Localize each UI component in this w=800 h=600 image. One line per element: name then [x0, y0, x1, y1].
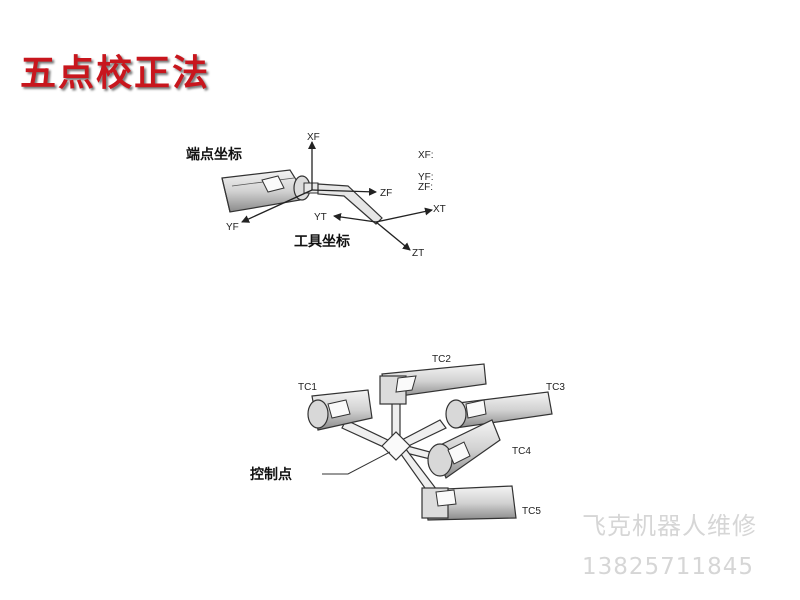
- arm-pose-tc3: [445, 391, 553, 429]
- axis-label-yt: YT: [314, 212, 327, 223]
- tool-body: [317, 183, 383, 225]
- watermark-phone: 13825711845: [582, 554, 754, 580]
- arm-pose-tc1: [307, 389, 373, 431]
- robot-arm-body: [221, 169, 301, 213]
- axis-label-yf: YF: [226, 222, 239, 233]
- pose-label-tc4: TC4: [512, 446, 531, 457]
- control-point-leader: [322, 451, 391, 475]
- arm-pose-tc4: [427, 419, 501, 479]
- watermark-company: 飞克机器人维修: [582, 512, 757, 540]
- pose-label-tc2: TC2: [432, 354, 451, 365]
- label-tool-coordinates: 工具坐标: [294, 233, 350, 250]
- bottom-robot-figure: [307, 363, 553, 521]
- axis-label-xt: XT: [433, 204, 446, 215]
- label-flange-coordinates: 端点坐标: [186, 146, 242, 163]
- axis-label-zt: ZT: [412, 248, 424, 259]
- pose-label-tc1: TC1: [298, 382, 317, 393]
- readout-zf: ZF:: [418, 182, 433, 193]
- tool-axes: [333, 207, 433, 251]
- arm-pose-tc2: [379, 363, 487, 405]
- pose-label-tc5: TC5: [522, 506, 541, 517]
- top-robot-figure: [221, 169, 383, 225]
- readout-xf: XF:: [418, 150, 434, 161]
- arm-pose-tc5: [421, 485, 517, 521]
- slide-title: 五点校正法: [20, 53, 211, 94]
- axis-label-zf: ZF: [380, 188, 392, 199]
- label-control-point: 控制点: [250, 466, 292, 483]
- readout-yf: YF:: [418, 172, 434, 183]
- pose-label-tc3: TC3: [546, 382, 565, 393]
- axis-label-xf: XF: [307, 132, 320, 143]
- flange-axes: [241, 141, 377, 223]
